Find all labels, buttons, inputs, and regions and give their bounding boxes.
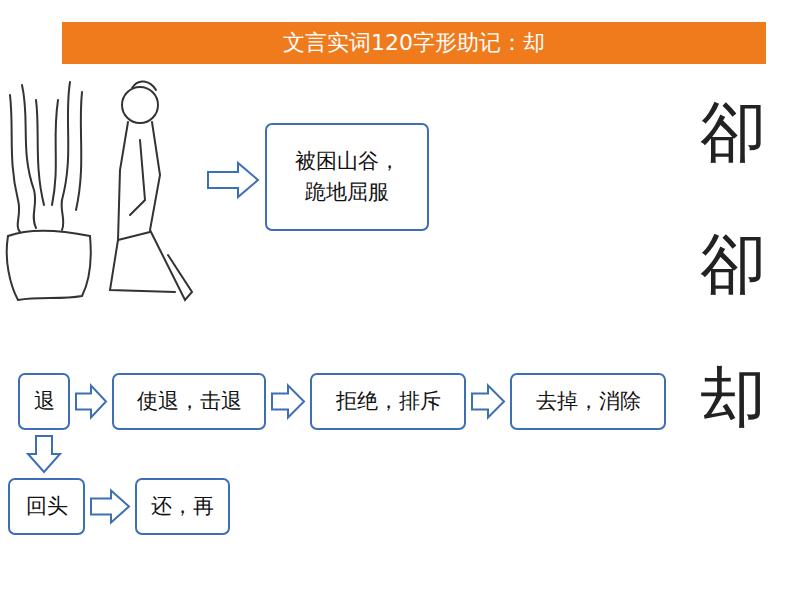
valley-rim	[8, 231, 90, 236]
hollow-arrow	[76, 386, 106, 418]
title-text: 文言实词120字形助记：却	[283, 28, 545, 58]
mountain-stroke	[62, 82, 70, 230]
figure-waist	[118, 232, 150, 240]
box-text: 退	[34, 386, 55, 418]
figure-back	[110, 122, 175, 292]
ancient-glyph: 卻	[700, 232, 766, 298]
meaning-box: 回头	[8, 478, 85, 535]
meaning-box: 退	[18, 373, 70, 430]
hollow-arrow	[272, 386, 304, 418]
box-text: 回头	[26, 491, 68, 523]
mountain-stroke	[52, 100, 58, 205]
meaning-box: 去掉，消除	[510, 373, 666, 430]
box-text: 拒绝，排斥	[336, 386, 441, 418]
ancient-glyph: 却	[700, 365, 766, 431]
mountain-stroke	[36, 100, 44, 205]
hollow-arrow	[472, 386, 504, 418]
box-text: 使退，击退	[137, 386, 242, 418]
meaning-box: 被困山谷， 跪地屈服	[265, 123, 429, 231]
mountain-stroke	[22, 85, 36, 228]
box-text: 去掉，消除	[536, 386, 641, 418]
figure-arm	[130, 140, 145, 215]
hollow-arrow	[28, 436, 60, 472]
box-text: 还，再	[151, 491, 214, 523]
figure-front	[150, 122, 192, 300]
hollow-arrow	[91, 491, 129, 523]
meaning-box: 拒绝，排斥	[310, 373, 466, 430]
hollow-arrow	[208, 163, 258, 197]
ancient-glyph: 卻	[700, 100, 766, 166]
meaning-box: 还，再	[135, 478, 230, 535]
box-text: 被困山谷， 跪地屈服	[287, 146, 407, 209]
mountain-stroke	[76, 92, 82, 210]
figure-head	[122, 87, 158, 123]
meaning-box: 使退，击退	[112, 373, 266, 430]
title-banner: 文言实词120字形助记：却	[62, 22, 766, 64]
mountain-stroke	[10, 95, 20, 232]
valley-bowl	[7, 236, 91, 300]
figure-hair	[132, 81, 156, 90]
